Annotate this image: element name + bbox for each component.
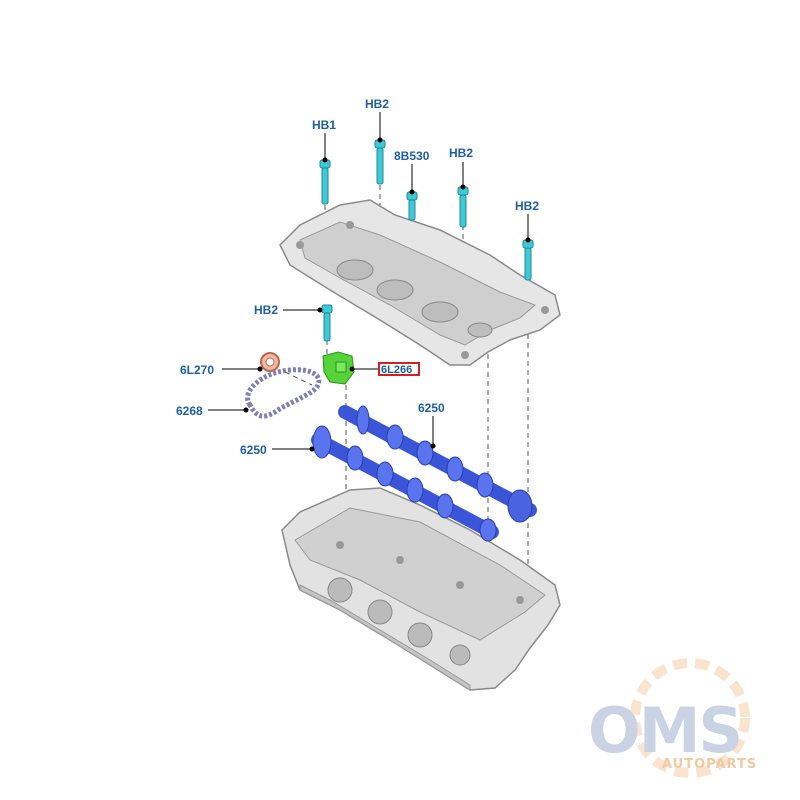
leader-lines	[208, 112, 531, 452]
label-hb2-top: HB2	[365, 97, 389, 111]
label-hb2-mid: HB2	[449, 146, 473, 160]
bolt-hb2-left	[321, 304, 333, 342]
label-hb2-left: HB2	[254, 303, 278, 317]
camshaft-upper	[338, 405, 537, 523]
bolt-hb2-top	[374, 139, 386, 185]
bolt-8b530	[406, 191, 418, 221]
bolts	[319, 139, 534, 342]
seal-ring	[260, 352, 280, 372]
label-8b530: 8B530	[394, 149, 430, 163]
gear-logo-icon	[630, 658, 750, 778]
label-hb2-right: HB2	[515, 199, 539, 213]
label-6l270: 6L270	[180, 363, 214, 377]
bolt-hb2-mid	[457, 186, 469, 228]
watermark-sub: AUTOPARTS	[662, 757, 757, 772]
label-6250-lower: 6250	[240, 443, 267, 457]
part-labels: HB1 HB2 8B530 HB2 HB2 HB2 6L270 6L266 62…	[176, 97, 539, 457]
label-hb1: HB1	[312, 118, 336, 132]
highlight-box	[378, 362, 420, 376]
cylinder-head	[281, 487, 561, 691]
bolt-hb2-right	[522, 239, 534, 281]
cam-carrier	[279, 199, 561, 366]
label-6250-upper: 6250	[418, 401, 445, 415]
watermark-brand: OMS	[588, 694, 741, 767]
sensor-part	[322, 351, 355, 385]
label-6268: 6268	[176, 404, 203, 418]
timing-chain	[245, 367, 322, 419]
watermark: OMS AUTOPARTS	[588, 658, 757, 778]
camshaft-lower	[311, 425, 499, 542]
bolt-hb1	[319, 159, 331, 205]
label-6l266: 6L266	[381, 364, 412, 376]
